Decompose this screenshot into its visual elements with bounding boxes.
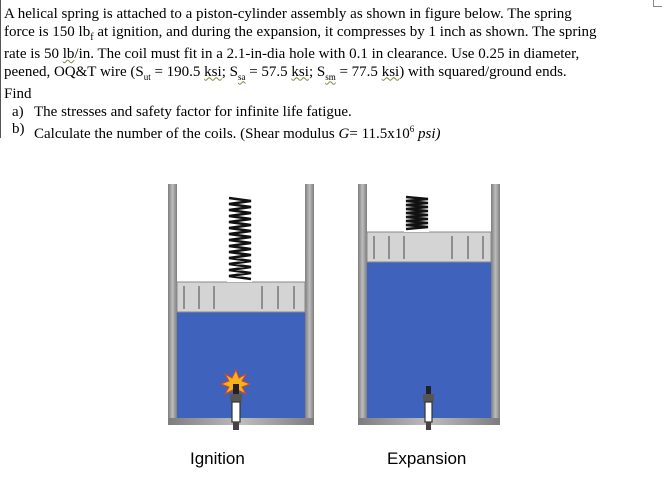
lb-unit: lb — [62, 46, 75, 62]
line3-part-b: /in. The coil must fit in a 2.1-in-dia h… — [74, 46, 580, 62]
intro-line-3: rate is 50 lb/in. The coil must fit in a… — [4, 46, 658, 64]
line4-part-c: ; S — [221, 63, 238, 80]
expansion-plug-terminal — [426, 422, 431, 430]
expansion-caption: Expansion — [387, 449, 467, 468]
ksi-unit-3: ksi — [381, 63, 400, 80]
question-b-label: b) — [12, 121, 25, 137]
intro-line-4: peened, OQ&T wire (Sut = 190.5 ksi; Ssa … — [4, 64, 658, 87]
ignition-plug-terminal — [233, 422, 239, 430]
sut-subscript: ut — [143, 71, 151, 82]
ksi-unit-2: ksi — [291, 63, 309, 80]
expansion-left-wall — [358, 184, 367, 425]
left-border-line — [0, 0, 1, 138]
question-a-text: The stresses and safety factor for infin… — [34, 103, 352, 120]
ignition-plug-nut — [230, 394, 242, 402]
line4-part-g: ) with squared/ground ends. — [399, 63, 567, 80]
question-b: b) Calculate the number of the coils. (S… — [12, 121, 658, 144]
intro-line-2: force is 150 lbf at ignition, and during… — [4, 24, 658, 47]
ssm-subscript: sm — [325, 71, 336, 82]
exponent: 6 — [409, 124, 415, 134]
line4-part-b: = 190.5 — [150, 63, 205, 80]
expansion-piston-ribs — [373, 236, 484, 259]
question-b-text: Calculate the number of the coils. (Shea… — [34, 121, 441, 144]
expansion-spring-coil — [405, 195, 429, 231]
ignition-plug-body — [231, 401, 241, 423]
ignition-assembly — [168, 184, 314, 430]
ignition-plug-tip — [233, 384, 239, 394]
problem-statement: A helical spring is attached to a piston… — [4, 6, 658, 144]
question-b-part-a: Calculate the number of the coils. (Shea… — [34, 126, 339, 142]
expansion-plug-tip — [426, 386, 431, 394]
line4-part-f: = 77.5 — [335, 63, 382, 80]
expansion-spark-plug — [423, 386, 434, 430]
expansion-plug-body — [424, 401, 433, 423]
ignition-left-wall — [168, 184, 177, 425]
line4-part-d: = 57.5 — [245, 63, 292, 80]
question-list: a) The stresses and safety factor for in… — [12, 104, 658, 144]
line3-part-a: rate is 50 — [4, 46, 63, 62]
find-label: Find — [4, 86, 32, 102]
question-a: a) The stresses and safety factor for in… — [12, 104, 658, 122]
ignition-spring — [227, 195, 252, 282]
ignition-spring-coil — [228, 196, 252, 281]
line2-part-a: force is 150 lb — [4, 23, 91, 40]
ignition-bottom-wall — [168, 418, 314, 425]
expansion-assembly — [358, 184, 500, 430]
ssa-subscript: sa — [237, 71, 246, 82]
ignition-spark-plug — [219, 368, 252, 430]
question-b-part-b: = 11.5x10 — [349, 126, 410, 142]
line4-part-e: ; S — [308, 63, 326, 80]
shear-modulus-symbol: G — [338, 126, 350, 142]
expansion-spring — [404, 195, 429, 232]
ignition-piston-ribs — [183, 286, 295, 309]
ignition-piston — [176, 281, 306, 313]
ignition-caption: Ignition — [190, 449, 245, 468]
expansion-plug-nut — [423, 394, 434, 402]
ignition-fluid — [177, 312, 305, 418]
ksi-unit-1: ksi — [204, 63, 222, 80]
line2-part-b: at ignition, and during the expansion, i… — [93, 23, 597, 40]
corner-mark — [653, 0, 662, 7]
question-a-label: a) — [12, 103, 24, 120]
lbf-subscript: f — [90, 31, 94, 43]
intro-line-1: A helical spring is attached to a piston… — [4, 6, 572, 22]
ignition-right-wall — [305, 184, 314, 425]
line4-part-a: peened, OQ&T wire (S — [4, 63, 144, 80]
expansion-right-wall — [491, 184, 500, 425]
expansion-piston — [366, 231, 492, 263]
psi-unit: psi) — [414, 126, 441, 142]
